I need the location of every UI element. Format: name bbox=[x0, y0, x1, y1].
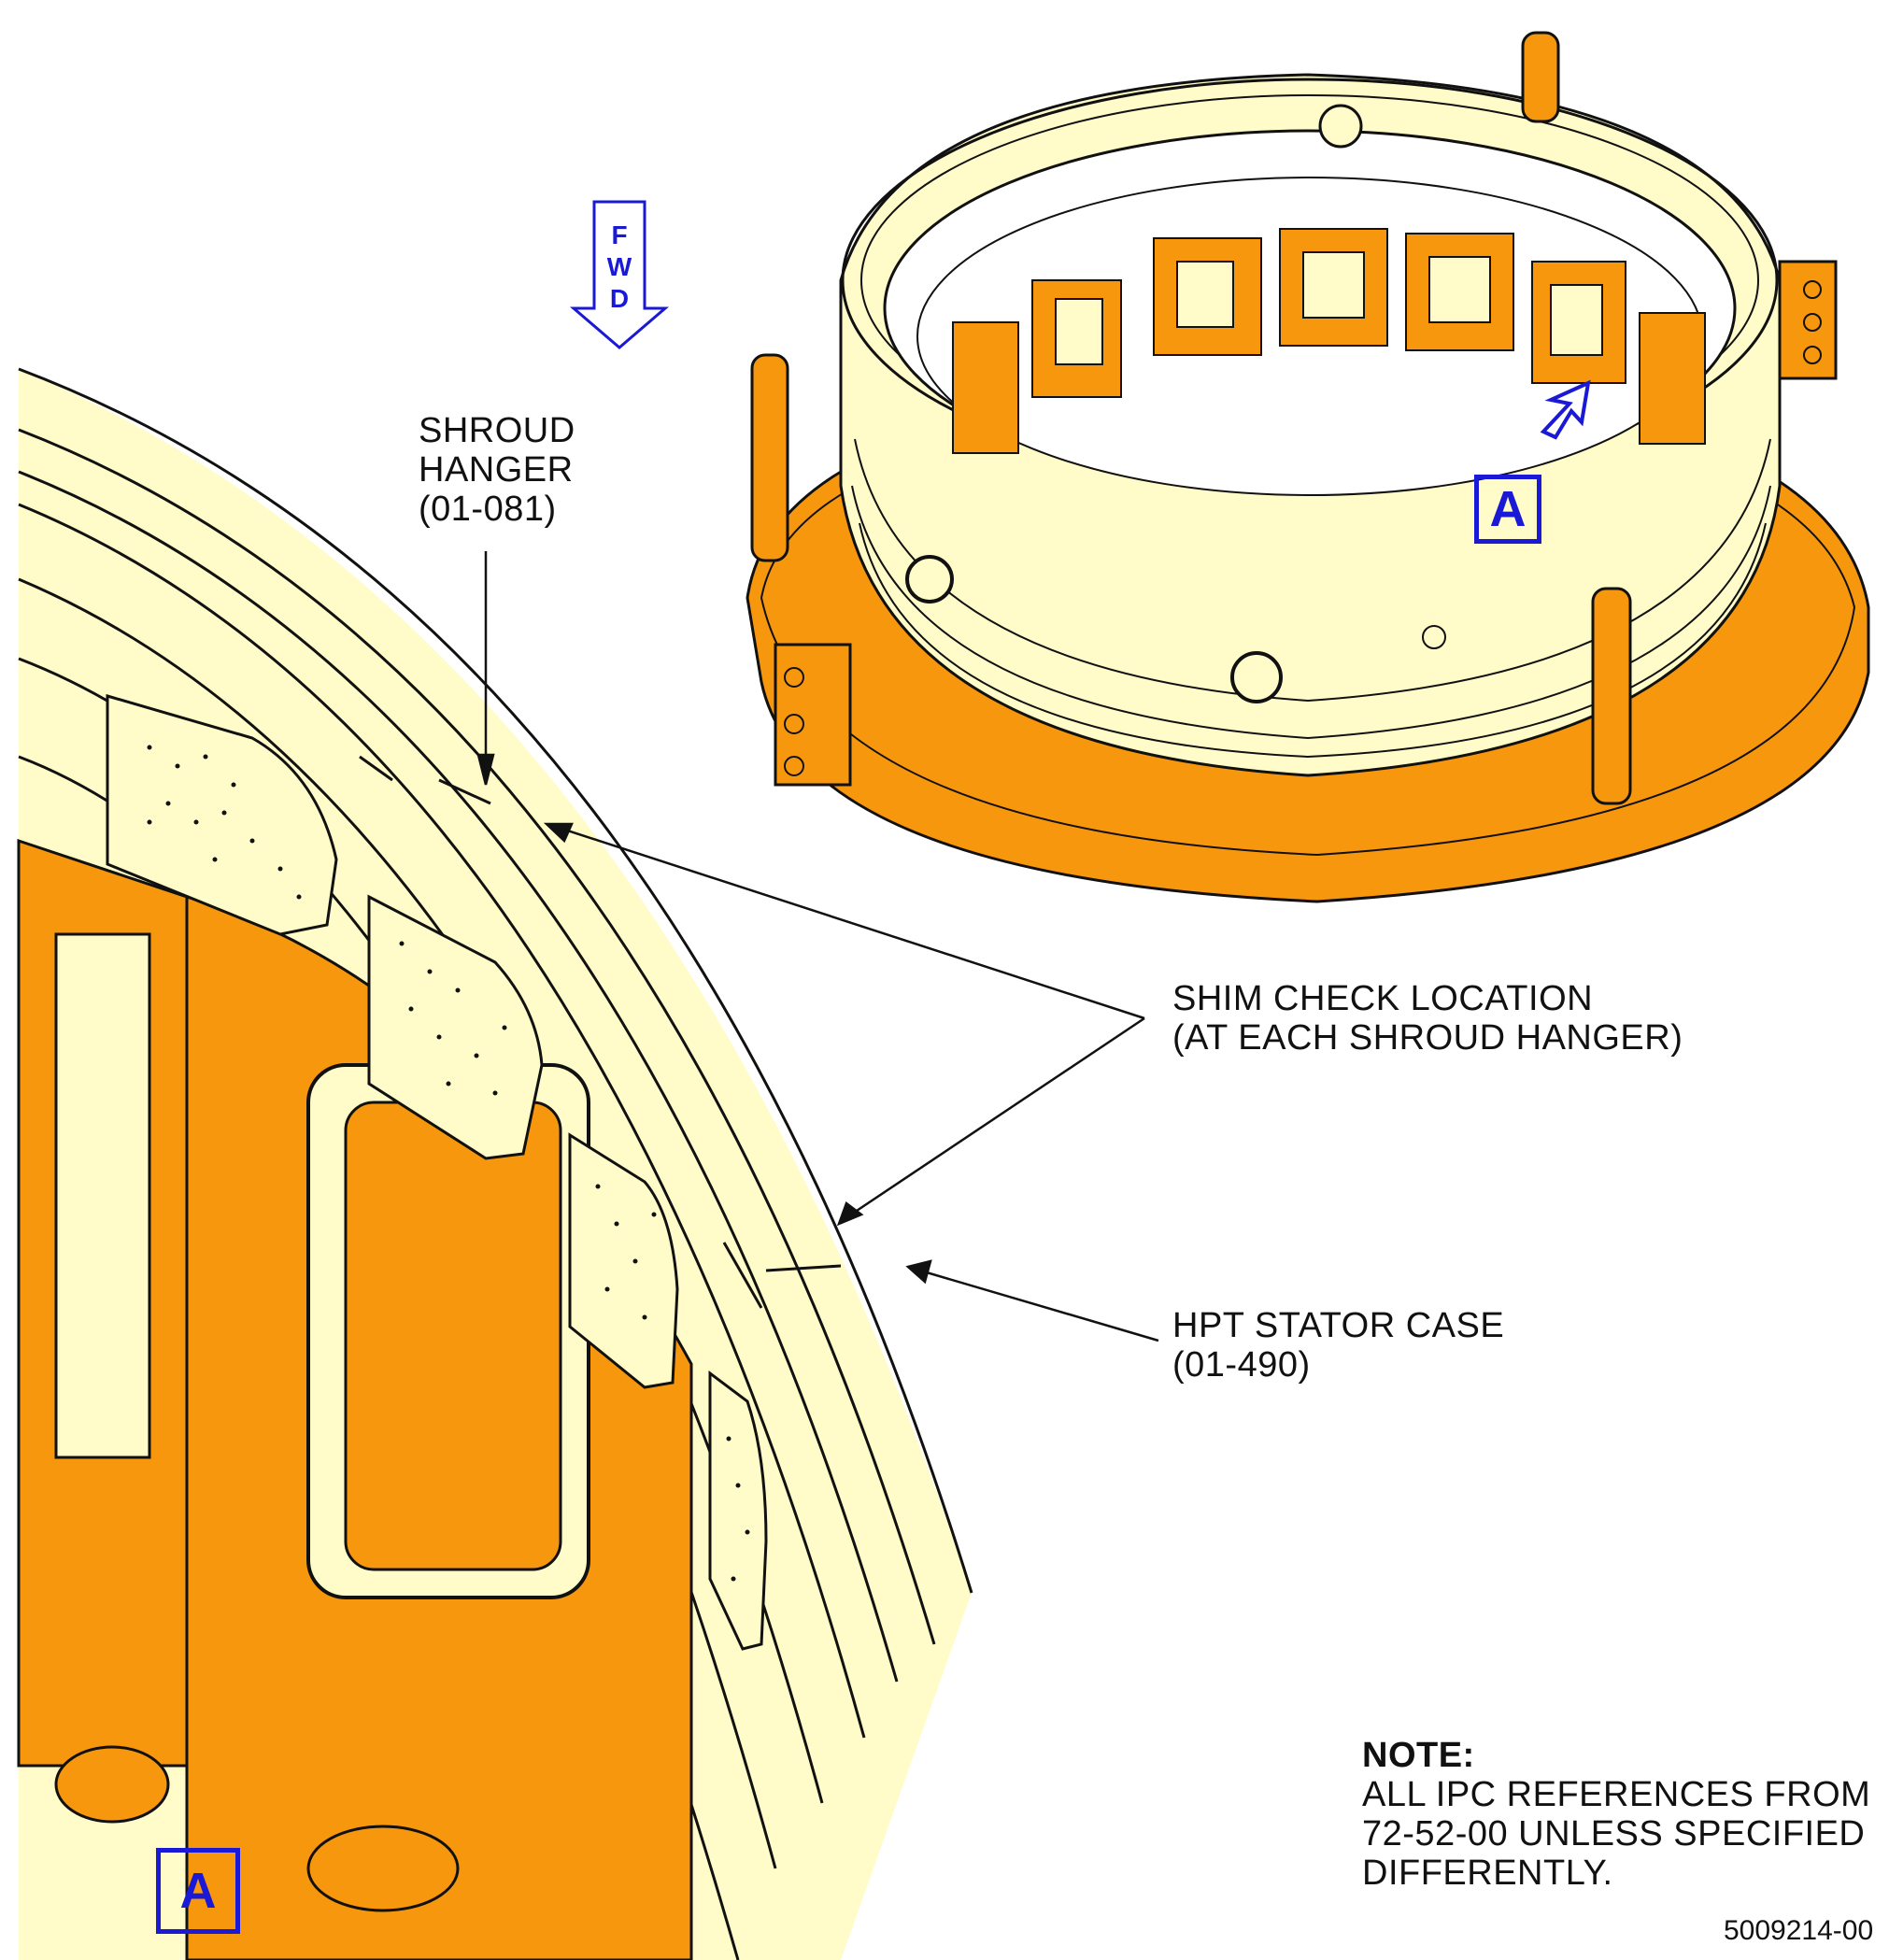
hpt-stator-case-leader bbox=[919, 1269, 1159, 1342]
fwd-letter-w: W bbox=[606, 252, 632, 281]
fixture-segments bbox=[952, 228, 1706, 454]
leader-lines bbox=[476, 551, 1159, 1342]
fwd-letter-d: D bbox=[609, 284, 630, 313]
ring-ports bbox=[905, 104, 1446, 703]
shim-check-leader-lower bbox=[847, 1016, 1145, 1218]
shroud-hanger-line-3: (01-081) bbox=[419, 490, 557, 529]
callout-hpt-stator-case: HPT STATOR CASE (01-490) bbox=[1172, 1306, 1504, 1385]
detail-view-a bbox=[17, 367, 973, 1960]
shim-check-leader-upper bbox=[552, 824, 1145, 1020]
note-title: NOTE: bbox=[1362, 1736, 1475, 1775]
shim-check-line-2: (AT EACH SHROUD HANGER) bbox=[1172, 1018, 1683, 1058]
drawing-number: 5009214-00 bbox=[1724, 1915, 1874, 1946]
callout-shroud-hanger: SHROUD HANGER (01-081) bbox=[419, 411, 575, 529]
fixture-blocks bbox=[17, 838, 693, 1960]
shim-check-line-1: SHIM CHECK LOCATION bbox=[1172, 979, 1594, 1018]
shim-joint-lines bbox=[359, 755, 842, 1309]
view-a-marker-overview: A bbox=[1474, 475, 1541, 544]
fwd-arrow bbox=[569, 200, 670, 349]
note-line-3: DIFFERENTLY. bbox=[1362, 1853, 1613, 1893]
hpt-stator-case-line-1: HPT STATOR CASE bbox=[1172, 1306, 1505, 1345]
pad-perforations bbox=[147, 745, 750, 1582]
view-a-pointer-arrow bbox=[1540, 379, 1591, 440]
shroud-hanger-line-1: SHROUD bbox=[419, 411, 575, 450]
shroud-hanger-pads bbox=[106, 694, 768, 1651]
fwd-letter-f: F bbox=[611, 220, 628, 249]
view-a-marker-detail: A bbox=[156, 1848, 240, 1934]
note-line-1: ALL IPC REFERENCES FROM bbox=[1362, 1775, 1871, 1814]
callout-shim-check: SHIM CHECK LOCATION (AT EACH SHROUD HANG… bbox=[1172, 979, 1683, 1058]
note-line-2: 72-52-00 UNLESS SPECIFIED bbox=[1362, 1814, 1866, 1853]
hpt-stator-case-line-2: (01-490) bbox=[1172, 1345, 1311, 1385]
locating-posts bbox=[750, 31, 1632, 805]
side-brackets bbox=[774, 260, 1838, 787]
overview-assembly bbox=[746, 31, 1870, 903]
shroud-hanger-line-2: HANGER bbox=[419, 450, 574, 490]
note-block: NOTE: ALL IPC REFERENCES FROM 72-52-00 U… bbox=[1362, 1736, 1870, 1893]
